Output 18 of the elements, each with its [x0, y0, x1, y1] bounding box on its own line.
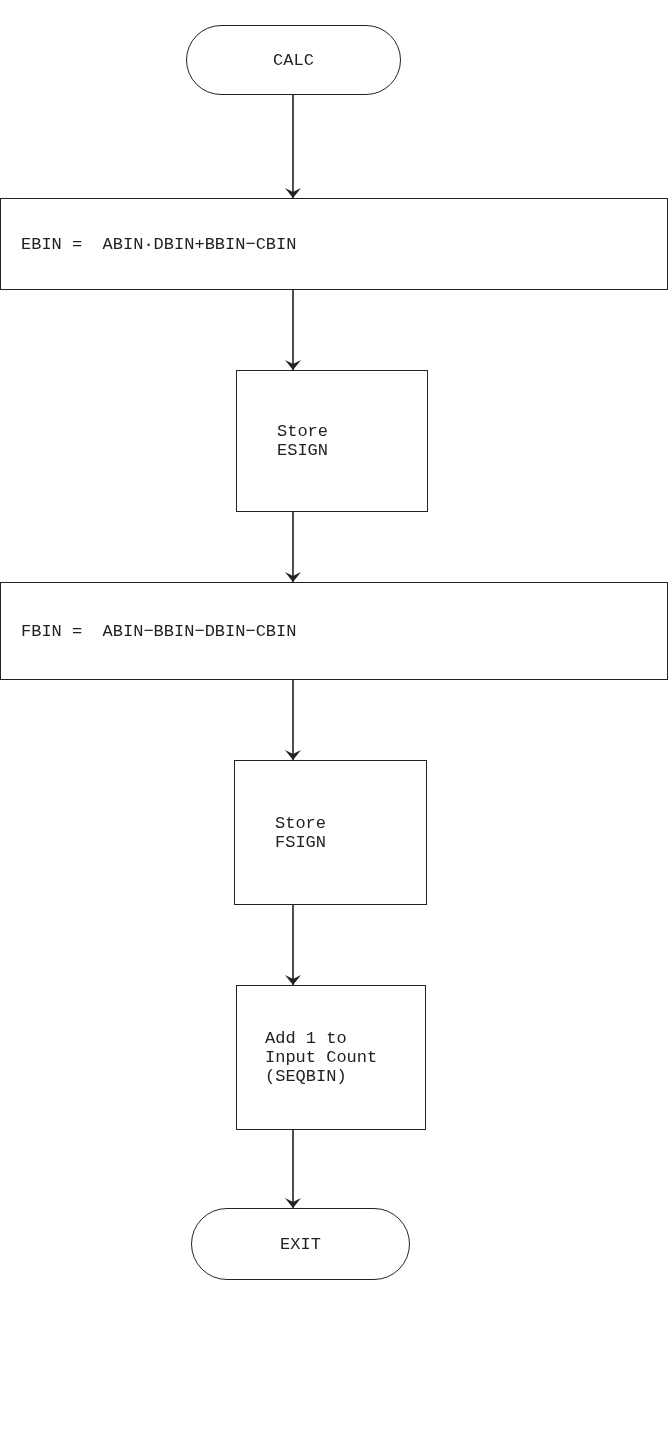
node-text: FBIN = ABIN−BBIN−DBIN−CBIN: [21, 621, 297, 641]
process-box: [236, 985, 426, 1130]
arrow: [285, 289, 301, 371]
node-text: EBIN = ABIN·DBIN+BBIN−CBIN: [21, 234, 297, 254]
arrow: [285, 511, 301, 583]
node-text: Add 1 to Input Count (SEQBIN): [265, 1029, 379, 1086]
arrow: [285, 904, 301, 986]
process-box: [0, 198, 668, 290]
arrow: [285, 94, 301, 199]
node-text: Store ESIGN: [277, 422, 329, 460]
process-box: [234, 760, 427, 905]
arrow: [285, 679, 301, 761]
node-text: Store FSIGN: [275, 813, 327, 852]
process-box: [236, 370, 428, 512]
arrow: [285, 1129, 301, 1209]
node-text: EXIT: [280, 1234, 321, 1254]
node-text: CALC: [273, 50, 314, 70]
process-box: [0, 582, 668, 680]
